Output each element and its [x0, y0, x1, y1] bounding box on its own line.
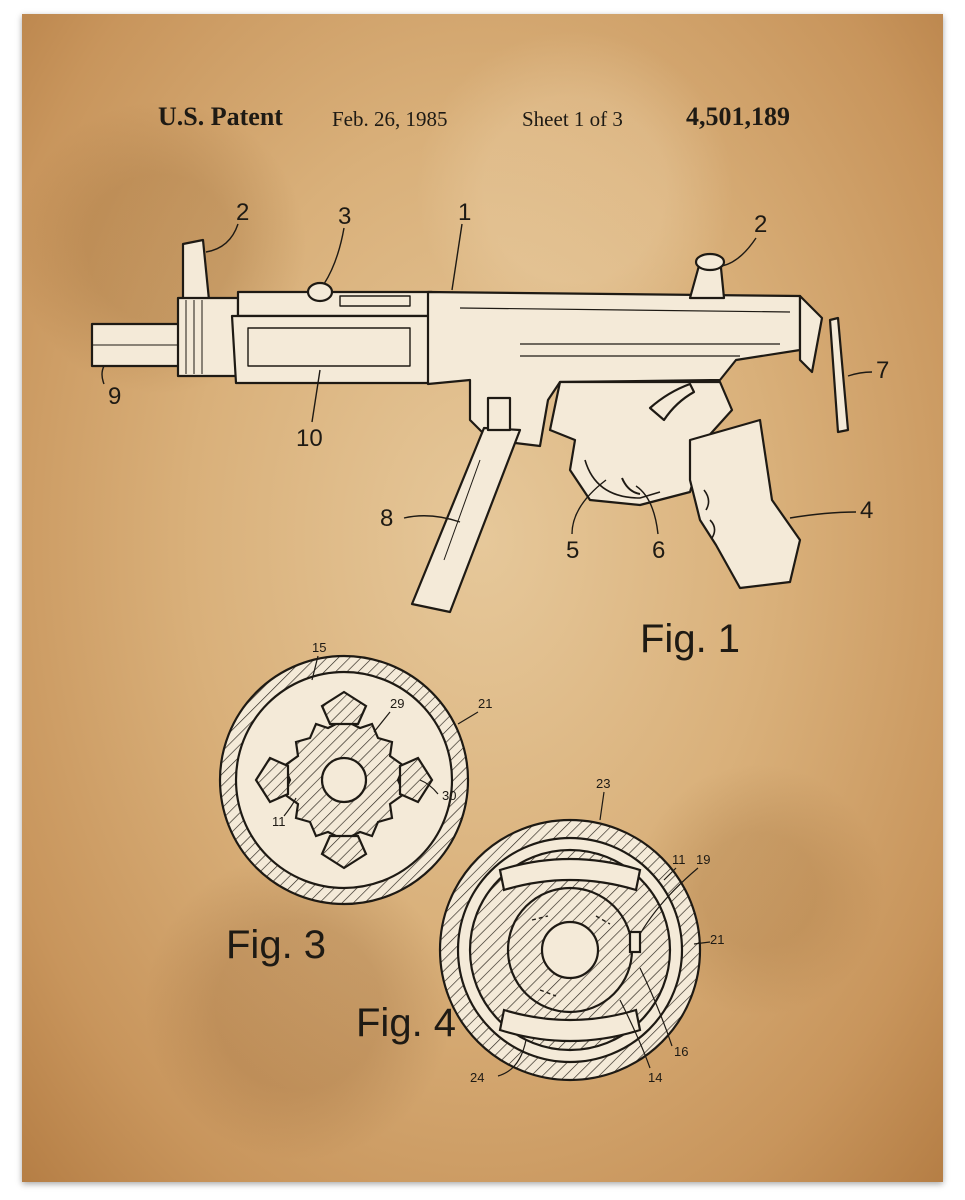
callout-2-rear: 2	[754, 211, 767, 238]
callout-10: 10	[296, 425, 323, 452]
callout-3: 3	[338, 203, 351, 230]
pistol-grip	[688, 418, 802, 590]
selector-lever	[648, 382, 696, 422]
callout-4: 4	[860, 497, 873, 524]
fig3-drawing	[218, 654, 470, 906]
callout-5: 5	[566, 537, 579, 564]
fig1-callouts	[101, 223, 873, 535]
fig4-label: Fig. 4	[356, 1001, 456, 1045]
callout-2-front: 2	[236, 199, 249, 226]
callout-11: 11	[272, 814, 286, 829]
fig4-callouts	[497, 791, 711, 1077]
callout-30: 30	[442, 788, 456, 803]
fig1-drawing	[90, 238, 850, 614]
callout-1: 1	[458, 199, 471, 226]
mag-well	[486, 396, 512, 432]
sheet-number: Sheet 1 of 3	[522, 107, 623, 131]
fig4-callout-labels: 23 11 19 21 16 14 24	[470, 776, 724, 1085]
trigger-group	[548, 380, 734, 507]
fig4-drawing	[438, 818, 702, 1082]
fig3-label: Fig. 3	[226, 923, 326, 967]
sling-loop	[828, 316, 850, 434]
patent-date: Feb. 26, 1985	[332, 107, 448, 131]
callout-23: 23	[596, 776, 610, 791]
callout-24: 24	[470, 1070, 484, 1085]
patent-sheet	[22, 14, 943, 1182]
callout-16: 16	[674, 1044, 688, 1059]
callout-21-fig4: 21	[710, 932, 724, 947]
front-sight	[181, 238, 211, 302]
patent-number: 4,501,189	[686, 102, 790, 131]
callout-7: 7	[876, 357, 889, 384]
magazine	[410, 426, 522, 614]
fig3-callout-labels: 15 21 29 30 11	[272, 640, 492, 829]
fig1-callout-labels: 1 2 3 2 7 9 10 8 5 6 4	[108, 199, 889, 564]
callout-21: 21	[478, 696, 492, 711]
callout-14: 14	[648, 1070, 662, 1085]
fig1-label: Fig. 1	[640, 617, 740, 661]
callout-15: 15	[312, 640, 326, 655]
patent-label: U.S. Patent	[158, 102, 283, 131]
patent-header: U.S. Patent Feb. 26, 1985 Sheet 1 of 3 4…	[0, 102, 965, 142]
cocking-knob	[306, 281, 334, 303]
callout-11-fig4: 11	[672, 852, 686, 867]
end-cap	[798, 294, 824, 374]
callout-19: 19	[696, 852, 710, 867]
callout-8: 8	[380, 505, 393, 532]
front-collar	[176, 296, 240, 378]
callout-9: 9	[108, 383, 121, 410]
callout-6: 6	[652, 537, 665, 564]
fig3-callouts	[283, 655, 479, 817]
callout-29: 29	[390, 696, 404, 711]
